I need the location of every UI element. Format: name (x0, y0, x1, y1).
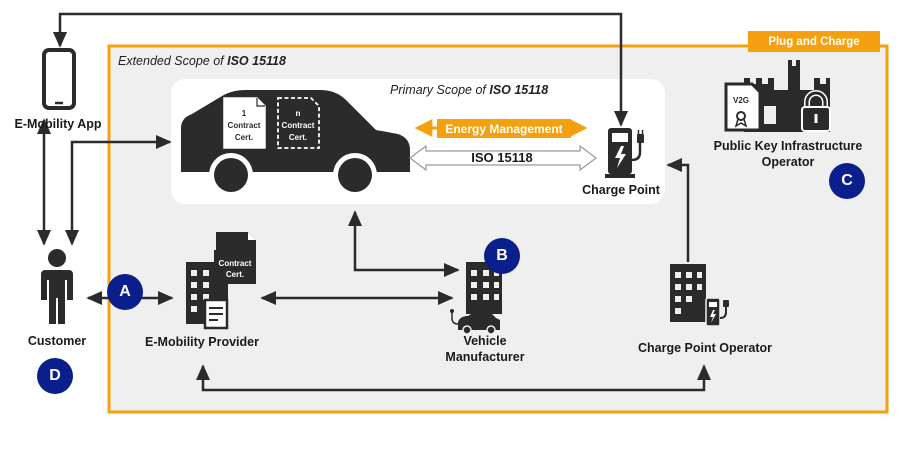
cert-one-line3: Cert. (235, 133, 253, 142)
connector-emsp-cpo (196, 364, 711, 392)
vehicle-manufacturer-label: Vehicle Manufacturer (420, 333, 550, 365)
cert-one-line2: Contract (228, 121, 261, 130)
energy-management-tag: Energy Management (437, 119, 571, 138)
cpo-building-icon (670, 264, 706, 322)
emobility-provider-label: E-Mobility Provider (145, 335, 259, 349)
iso-15118-arrow (409, 144, 597, 172)
pki-operator-line1: Public Key Infrastructure (713, 139, 863, 153)
person-icon (41, 249, 73, 324)
connector-car-oem (348, 210, 460, 277)
iso-15118-label: ISO 15118 (471, 150, 533, 165)
small-car-icon (450, 309, 500, 335)
padlock-icon (801, 90, 831, 132)
cert-one-line1: 1 (242, 109, 247, 118)
emobility-app-label: E-Mobility App (14, 117, 102, 131)
charge-point-label: Charge Point (582, 183, 660, 197)
pki-operator-label: Public Key Infrastructure Operator (690, 138, 886, 170)
v2g-label: V2G (733, 96, 749, 105)
smartphone-icon (42, 48, 76, 110)
badge-b: B (484, 238, 520, 274)
connector-customer-car (65, 135, 172, 246)
pki-operator-line2: Operator (761, 155, 815, 169)
cert-n-line3: Cert. (289, 133, 307, 142)
connector-app-chargepoint (53, 12, 628, 127)
badge-d: D (37, 358, 73, 394)
cert-n-line1: n (296, 109, 301, 118)
primary-scope-title: Primary Scope of ISO 15118 (390, 83, 549, 97)
cert-n-line2: Contract (282, 121, 315, 130)
charging-station-icon (605, 128, 644, 178)
certificate-icon (724, 82, 762, 132)
cpo-charger-icon (705, 297, 729, 327)
badge-a: A (107, 274, 143, 310)
car-icon (181, 90, 410, 197)
contract-form-icon (203, 298, 229, 330)
vehicle-manufacturer-line2: Manufacturer (445, 350, 525, 364)
emsp-cert-line1: Contract (219, 259, 252, 268)
badge-c: C (829, 163, 865, 199)
charge-point-operator-label: Charge Point Operator (637, 341, 773, 355)
plug-and-charge-tag: Plug and Charge (748, 31, 880, 52)
extended-scope-title: Extended Scope of ISO 15118 (118, 54, 286, 68)
customer-label: Customer (27, 334, 87, 348)
emsp-contract-certificate-icon (216, 232, 256, 284)
connector-cpo-chargepoint (666, 158, 690, 262)
vehicle-manufacturer-line1: Vehicle (463, 334, 507, 348)
emsp-cert-line2: Cert. (226, 270, 244, 279)
